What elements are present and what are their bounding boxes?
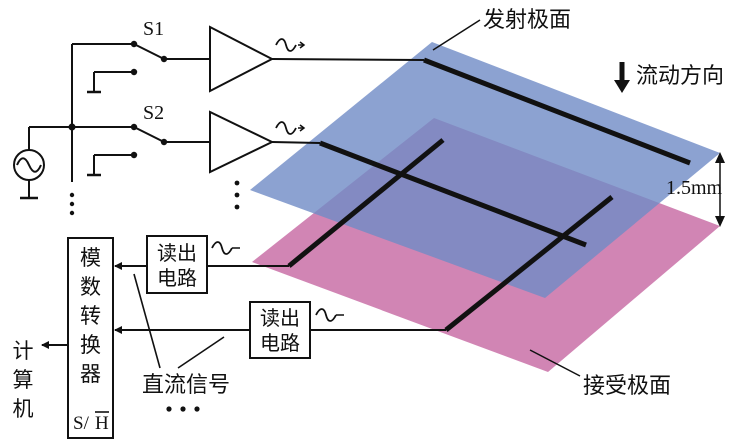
readout-circuit-a-label-1: 读出	[157, 241, 197, 265]
flow-direction-label: 流动方向	[636, 64, 724, 89]
gap-dimension-arrow	[715, 152, 725, 227]
readout-circuit-b-label-2: 电路	[260, 331, 300, 355]
svg-text:数: 数	[80, 275, 101, 299]
transmit-electrode-2	[319, 140, 587, 248]
svg-text:H: H	[95, 413, 109, 434]
wave-signal-icon	[211, 241, 240, 255]
sample-hold-label: S/ H	[73, 411, 109, 434]
switch-s1-label: S1	[143, 18, 164, 40]
receive-plane-label: 接受极面	[583, 374, 671, 399]
adc-box	[67, 237, 114, 439]
readout-circuit-a-box	[146, 235, 208, 294]
transmit-plane-label: 发射极面	[483, 8, 571, 33]
computer-label: 计 算 机	[13, 339, 34, 421]
transmit-electrode-1	[423, 57, 691, 166]
receive-electrode-1	[287, 138, 445, 268]
amplifier-2-icon	[209, 110, 275, 174]
svg-text:转: 转	[80, 304, 101, 328]
adc-label: 模 数 转 换 器	[80, 246, 101, 386]
receive-electrode-2	[444, 195, 614, 332]
svg-text:算: 算	[13, 368, 34, 392]
transmit-plane	[250, 42, 720, 298]
svg-text:S/: S/	[73, 413, 90, 434]
switch-s1-lever	[133, 43, 165, 60]
dc-signal-label: 直流信号	[142, 373, 230, 398]
readout-circuit-a-label-2: 电路	[157, 266, 197, 290]
flow-direction-arrow-icon	[614, 62, 630, 93]
svg-text:计: 计	[13, 339, 34, 363]
svg-text:模: 模	[80, 246, 101, 270]
wave-signal-icon	[275, 38, 306, 52]
switch-s2-lever	[133, 126, 165, 143]
amplifier-1-icon	[209, 25, 275, 93]
readout-circuit-b-box	[249, 301, 311, 359]
svg-text:机: 机	[13, 397, 34, 421]
switch-s2-label: S2	[143, 102, 164, 124]
svg-text:换: 换	[80, 333, 101, 357]
svg-text:器: 器	[80, 362, 101, 386]
readout-circuit-b-label-1: 读出	[260, 306, 300, 330]
wave-signal-icon	[275, 121, 306, 135]
gap-label: 1.5mm	[666, 177, 723, 199]
wave-signal-icon	[315, 308, 344, 322]
